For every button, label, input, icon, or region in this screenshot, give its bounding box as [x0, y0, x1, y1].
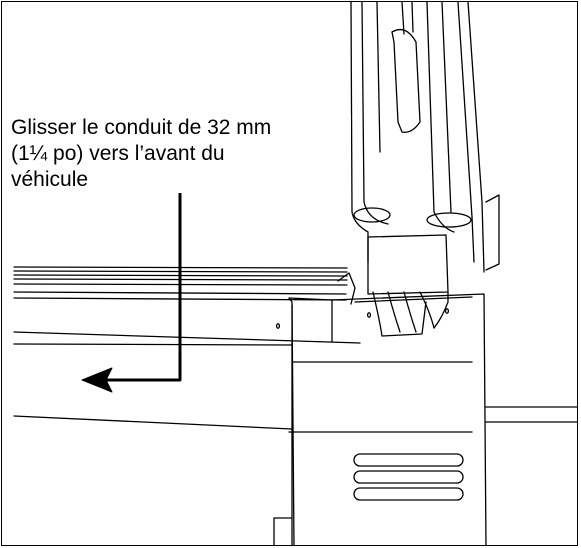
vent-slots — [353, 453, 464, 501]
vehicle-body — [273, 194, 577, 545]
step-rail — [13, 266, 361, 430]
conduit-bundle — [350, 2, 485, 337]
callout-line-3: véhicule — [11, 168, 89, 191]
callout-text: Glisser le conduit de 32 mm (1¼ po) vers… — [11, 115, 351, 193]
arrow-left-icon — [81, 180, 182, 393]
callout-line-2: (1¼ po) vers l’avant du — [11, 142, 225, 165]
callout-line-1: Glisser le conduit de 32 mm — [11, 116, 272, 139]
